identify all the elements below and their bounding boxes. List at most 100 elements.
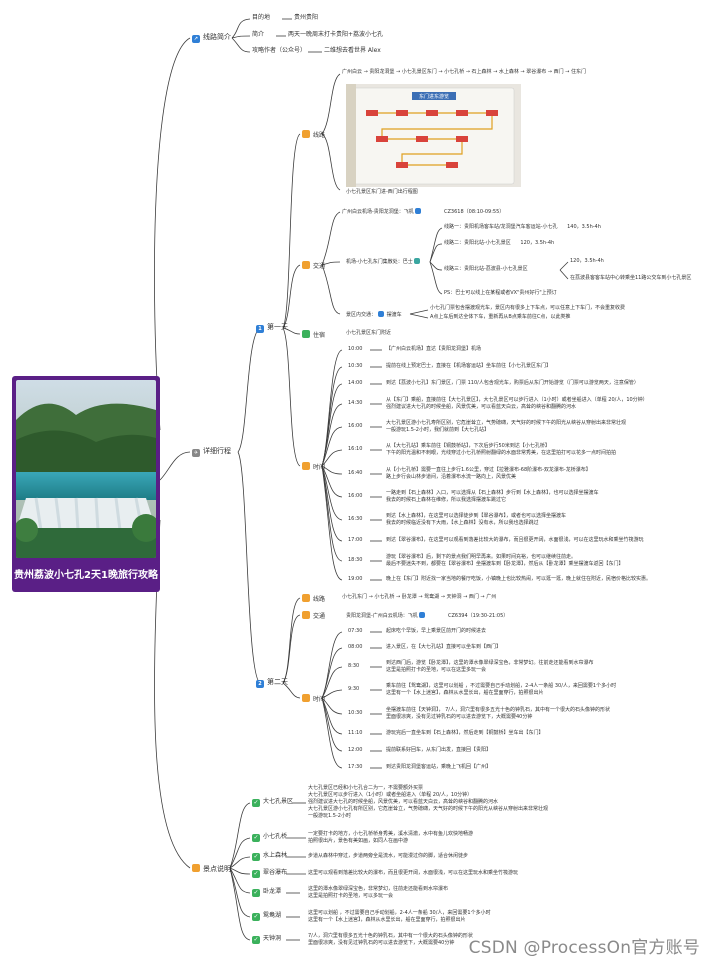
time-stamp: 16:10 bbox=[348, 446, 363, 452]
plane-icon bbox=[419, 612, 426, 618]
time-stamp: 11:10 bbox=[348, 730, 363, 736]
time-stamp: 16:40 bbox=[348, 470, 363, 476]
time-description: 里面很凉爽，没有见过钟乳石的可以进去游览下，大概需要40分钟 bbox=[386, 713, 533, 720]
bus-line-name: 线路三：贵阳北站-荔波县-小七孔景区 bbox=[444, 266, 528, 272]
time-stamp: 16:00 bbox=[348, 493, 363, 499]
route-map-image: 东门进东游览 bbox=[346, 84, 521, 187]
home-icon bbox=[302, 330, 310, 338]
route-icon bbox=[302, 130, 310, 138]
route-label: 线路 bbox=[313, 596, 326, 603]
time-stamp: 14:30 bbox=[348, 400, 363, 406]
plane-icon bbox=[415, 208, 422, 214]
itinerary-node[interactable]: ✈详细行程 bbox=[192, 447, 231, 457]
time-stamp: 8:30 bbox=[348, 663, 360, 669]
intro-key: 攻略作者（公众号） bbox=[252, 47, 307, 54]
spot-item[interactable]: ✓小七孔桥 bbox=[252, 833, 287, 842]
day1-route-node[interactable]: 线路 bbox=[302, 130, 325, 140]
plane-icon: ✈ bbox=[192, 449, 200, 457]
bus-line-extra: 在荔波县客客车站中心转乘坐11路公交车到小七孔景区 bbox=[570, 275, 692, 281]
route-icon: ↗ bbox=[192, 35, 200, 43]
route-label: 线路 bbox=[313, 132, 326, 139]
bus-line-detail: 120，3.5h-4h bbox=[520, 240, 555, 246]
time-description: 下午的阳光温和不刺眼，光线穿过小七孔桥照射翻绿的水面非常秀美，在这里拍打可以花多… bbox=[386, 449, 617, 456]
day1-transport-node[interactable]: 交通 bbox=[302, 261, 325, 271]
spot-item[interactable]: ✓天钟洞 bbox=[252, 935, 282, 944]
time-description: 从【小七孔桥】需要一直往上步行1.6公里，穿过【拉雅瀑布-68阶瀑布-双龙瀑布-… bbox=[386, 466, 591, 473]
time-stamp: 17:00 bbox=[348, 537, 363, 543]
intro-node[interactable]: ↗线路简介 bbox=[192, 33, 231, 43]
bus-line-name: 线路二：贵阳北站-小七孔景区 bbox=[444, 240, 511, 246]
day2-transport-node[interactable]: 交通 bbox=[302, 611, 325, 621]
day-number-icon: 1 bbox=[256, 325, 264, 333]
intro-key: 目的地 bbox=[252, 14, 271, 21]
bus-line-detail: 120，3.5h-4h bbox=[570, 258, 604, 264]
spot-name: 水上森林 bbox=[263, 852, 288, 859]
car-icon bbox=[302, 611, 310, 619]
time-stamp: 16:00 bbox=[348, 423, 363, 429]
flight-label: 贵阳龙洞堡-广州白云机场：飞机 bbox=[346, 613, 418, 619]
day2-time-node[interactable]: 时间 bbox=[302, 694, 325, 704]
day2-route-node[interactable]: 线路 bbox=[302, 594, 325, 604]
watermark: CSDN @ProcessOn官方账号 bbox=[468, 938, 700, 958]
waterfall-photo-illustration bbox=[16, 380, 156, 558]
spot-description: 这里可以划船 ，不过需要自己手动划船，2-4人一条船 30/人，来回需要1个多小… bbox=[308, 909, 491, 916]
bus-line: 线路二：贵阳北站-小七孔景区 120，3.5h-4h bbox=[444, 240, 555, 247]
day2-label: 第二天 bbox=[267, 678, 288, 686]
time-description: 到达【荔波小七孔】东门景区，门票 110/人包含观光车，购票后从东门开始游览（门… bbox=[386, 380, 639, 386]
day-number-icon: 2 bbox=[256, 680, 264, 688]
time-stamp: 9:30 bbox=[348, 686, 360, 692]
time-description: 坐摆渡车前往【天钟洞】， 7/人，洞穴里有很多五光十色的钟乳石，其中有一个很大的… bbox=[386, 706, 610, 713]
clock-icon bbox=[302, 694, 310, 702]
spot-name: 翠谷瀑布 bbox=[263, 869, 288, 876]
time-description: 一般游玩1.5-2小时，我们就前到【大七孔站】 bbox=[386, 426, 489, 433]
bus-line: 线路一：贵阳机场客车站/龙洞堡汽车客运站-小七孔 140，3.5h-4h bbox=[444, 224, 601, 231]
spot-name: 大七孔景区 bbox=[263, 798, 294, 805]
shuttle-icon bbox=[377, 311, 384, 317]
spot-name: 鸳鸯湖 bbox=[263, 912, 282, 919]
scenic-note: 小七孔门票包含摆渡观光车，景区内有很多上下车点，可以任意上下车门，不会重复收费 bbox=[430, 305, 626, 311]
time-description: 这里有一个【水上迷宫】，森林从水里长出，船在里面穿行，拍照很出片 bbox=[386, 689, 544, 696]
time-description: 提前在线上预定巴士，直接在【机场客运站】坐车前往【小七孔景区东门】 bbox=[386, 363, 552, 369]
map-title: 东门进东游览 bbox=[419, 93, 449, 100]
time-description: 大七孔景区游小七孔寿所区别，它危崖耸立，气势磅礴，天气好的时候下午的阳光从峡谷从… bbox=[386, 419, 627, 426]
time-stamp: 08:00 bbox=[348, 644, 363, 650]
spot-description: 一般游玩1.5-2小时 bbox=[308, 813, 351, 819]
time-stamp: 14:00 bbox=[348, 380, 363, 386]
time-stamp: 10:30 bbox=[348, 363, 363, 369]
connector bbox=[159, 451, 191, 481]
day1-label: 第一天 bbox=[267, 323, 288, 331]
time-description: 我去的时候临近没有下大雨，【水上森林】没有水，所以我也选择跳过 bbox=[386, 519, 539, 526]
flag-icon bbox=[192, 864, 200, 872]
time-description: 从【东门】乘船，直接前往【大七孔景区】，大七孔景区可以步行进入（1小时）或者坐船… bbox=[386, 396, 648, 403]
time-stamp: 10:30 bbox=[348, 710, 363, 716]
spots-node[interactable]: 景点说明 bbox=[192, 864, 231, 873]
spot-item[interactable]: ✓鸳鸯湖 bbox=[252, 912, 282, 921]
time-label: 时间 bbox=[313, 696, 326, 703]
day1-stay-node[interactable]: 住宿 bbox=[302, 330, 325, 340]
bus-line-detail: 140，3.5h-4h bbox=[567, 224, 601, 230]
time-description: 晚上在【东门】附近找一家当地的餐厅吃饭，小镇晚上也比较热闹，可以逛一逛，晚上就住… bbox=[386, 576, 652, 582]
time-description: 进入景区，在【大七孔站】直接可以坐车到【西门】 bbox=[386, 644, 502, 650]
time-description: 最后不要迷失不到，都要在【翠谷瀑布】坐摆渡车到【卧龙潭】，然后从【卧龙潭】乘坐摆… bbox=[386, 560, 624, 567]
spot-item[interactable]: ✓卧龙潭 bbox=[252, 888, 281, 897]
spot-item[interactable]: ✓大七孔景区 bbox=[252, 798, 294, 807]
spot-description: 大七孔景区可以步行进入（1小时）或者坐船进入（单程 20/人，10分钟） bbox=[308, 792, 473, 798]
spot-item[interactable]: ✓翠谷瀑布 bbox=[252, 869, 288, 878]
spot-item[interactable]: ✓水上森林 bbox=[252, 852, 288, 861]
stay-label: 住宿 bbox=[313, 332, 326, 339]
flight-label: 广州白云机场-贵阳龙洞堡：飞机 bbox=[342, 209, 414, 215]
time-description: 到达西门后，游览【卧龙潭】，这里的潭水像翠绿深宝色，非常梦幻。往前走还能看到水帘… bbox=[386, 659, 594, 666]
time-description: 游玩【翠谷瀑布】后，剩下的景点我们明早再来。如果时间充裕，也可以继续往前走。 bbox=[386, 553, 577, 560]
spot-name: 天钟洞 bbox=[263, 935, 282, 942]
time-description: 到达【水上森林】，在这里可以选择徒步到【翠谷瀑布】，或者也可以选择坐摆渡车 bbox=[386, 512, 567, 519]
time-stamp: 19:00 bbox=[348, 576, 363, 582]
check-icon: ✓ bbox=[252, 853, 260, 861]
check-icon: ✓ bbox=[252, 889, 260, 897]
scenic-mode: 摆渡车 bbox=[386, 312, 402, 318]
day1-time-node[interactable]: 时间 bbox=[302, 462, 325, 472]
time-description: 这里是拍照打卡的圣地，可以在这里多玩一会 bbox=[386, 666, 487, 673]
day2-flight: 贵阳龙洞堡-广州白云机场：飞机 CZ6394（19:30-21:05） bbox=[346, 612, 508, 620]
spot-description: 这里的潭水像翠绿深宝色，非常梦幻，往前走还能看到水帘瀑布 bbox=[308, 885, 449, 892]
